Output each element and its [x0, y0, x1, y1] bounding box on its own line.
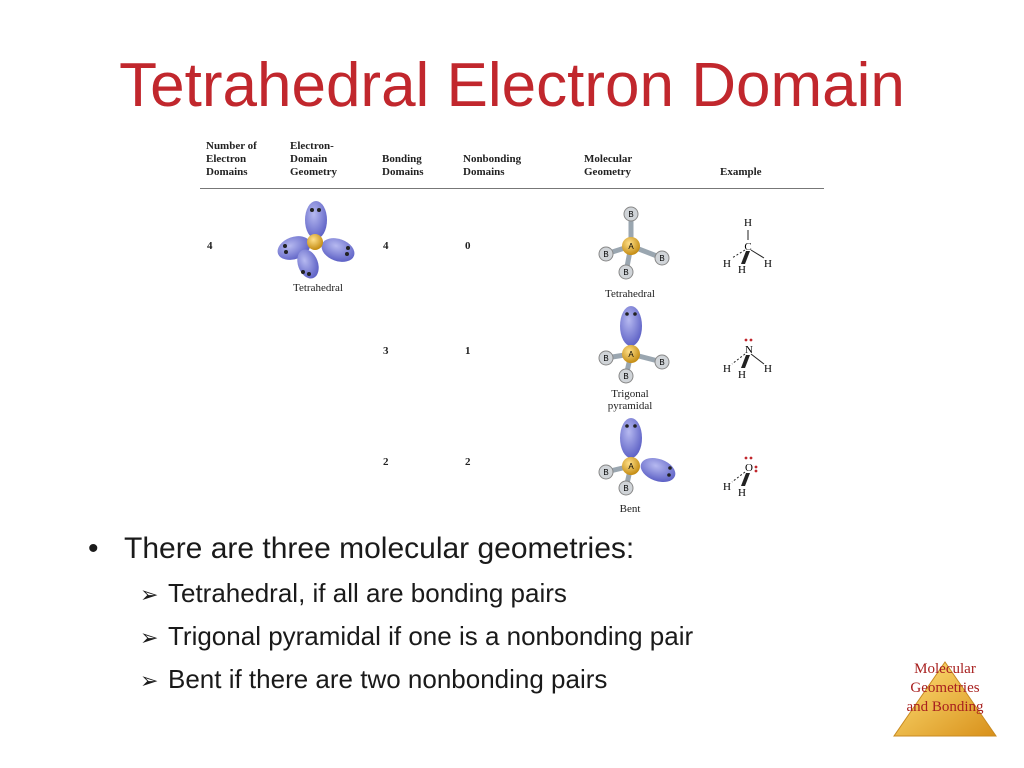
- atom-b-label: B: [623, 484, 628, 493]
- h2o-o: O: [745, 462, 753, 474]
- atom-a-label: A: [628, 462, 634, 471]
- ch4-h-top: H: [744, 217, 752, 229]
- header-molecular-geometry: Molecular Geometry: [584, 153, 633, 178]
- sub-bullet: ➢ Bent if there are two nonbonding pairs: [140, 664, 888, 695]
- trigonal-pyramidal-molecule-image: B B B A: [598, 306, 670, 384]
- sub-bullet: ➢ Tetrahedral, if all are bonding pairs: [140, 578, 888, 609]
- atom-b-label: B: [603, 468, 608, 477]
- row3-bonding: 2: [383, 456, 389, 468]
- sub-bullet-text: Bent if there are two nonbonding pairs: [168, 664, 608, 694]
- arrow-bullet-icon: ➢: [140, 668, 159, 693]
- ch4-h-left: H: [723, 258, 731, 270]
- atom-b-label: B: [623, 372, 628, 381]
- header-electron-geometry: Electron- Domain Geometry: [290, 140, 338, 178]
- header-bonding-domains: Bonding Domains: [382, 153, 424, 178]
- header-nonbonding-domains: Nonbonding Domains: [463, 153, 522, 178]
- atom-b-label: B: [659, 254, 664, 263]
- electron-geometry-caption: Tetrahedral: [293, 282, 343, 294]
- header-electron-domains: Number of Electron Domains: [206, 140, 257, 178]
- atom-b-label: B: [628, 210, 633, 219]
- ch4-h-right: H: [764, 258, 772, 270]
- sub-bullet-text: Trigonal pyramidal if one is a nonbondin…: [168, 621, 694, 651]
- row3-nonbonding: 2: [465, 456, 471, 468]
- h2o-structure: O H H: [723, 456, 758, 498]
- geometry-table: Number of Electron Domains Electron- Dom…: [200, 140, 826, 520]
- row1-nonbonding: 0: [465, 240, 471, 252]
- row1-bonding: 4: [383, 240, 389, 252]
- nh3-h-right: H: [764, 363, 772, 375]
- pyramid-logo-icon: [893, 661, 997, 737]
- sub-bullet: ➢ Trigonal pyramidal if one is a nonbond…: [140, 621, 888, 652]
- bullet-main: • There are three molecular geometries:: [88, 532, 888, 566]
- row2-bonding: 3: [383, 345, 389, 357]
- nh3-n: N: [745, 344, 753, 356]
- atom-b-label: B: [659, 358, 664, 367]
- arrow-bullet-icon: ➢: [140, 625, 159, 650]
- tetrahedral-electron-domain-image: [277, 201, 355, 279]
- ch4-c: C: [744, 241, 751, 253]
- bullet-main-text: There are three molecular geometries:: [124, 532, 635, 565]
- h2o-h-left: H: [723, 481, 731, 493]
- ch4-structure: H C H H H: [723, 217, 772, 276]
- atom-a-label: A: [628, 242, 634, 251]
- electron-domains-value: 4: [207, 240, 213, 252]
- bullet-list: • There are three molecular geometries: …: [88, 532, 888, 695]
- nh3-h-left: H: [723, 363, 731, 375]
- header-example: Example: [720, 166, 762, 178]
- row2-nonbonding: 1: [465, 345, 471, 357]
- bent-molecule-image: B B A: [598, 418, 676, 496]
- tetrahedral-molecule-image: B B B B A: [598, 206, 670, 280]
- arrow-bullet-icon: ➢: [140, 582, 159, 607]
- slide-title: Tetrahedral Electron Domain: [119, 51, 905, 120]
- logo-text: Molecular Geometries and Bonding: [906, 661, 984, 715]
- atom-a-label: A: [628, 350, 634, 359]
- sub-bullet-text: Tetrahedral, if all are bonding pairs: [168, 578, 567, 608]
- nh3-structure: N H H H: [723, 338, 772, 380]
- nh3-h-front: H: [738, 369, 746, 380]
- bullet-dot-icon: •: [88, 532, 99, 565]
- atom-b-label: B: [603, 250, 608, 259]
- row3-geometry-caption: Bent: [619, 503, 641, 515]
- row2-geometry-caption: Trigonal pyramidal: [607, 388, 653, 412]
- row1-geometry-caption: Tetrahedral: [605, 288, 655, 300]
- h2o-h-front: H: [738, 487, 746, 498]
- atom-b-label: B: [623, 268, 628, 277]
- ch4-h-front: H: [738, 264, 746, 276]
- atom-b-label: B: [603, 354, 608, 363]
- header-rule: [200, 188, 824, 189]
